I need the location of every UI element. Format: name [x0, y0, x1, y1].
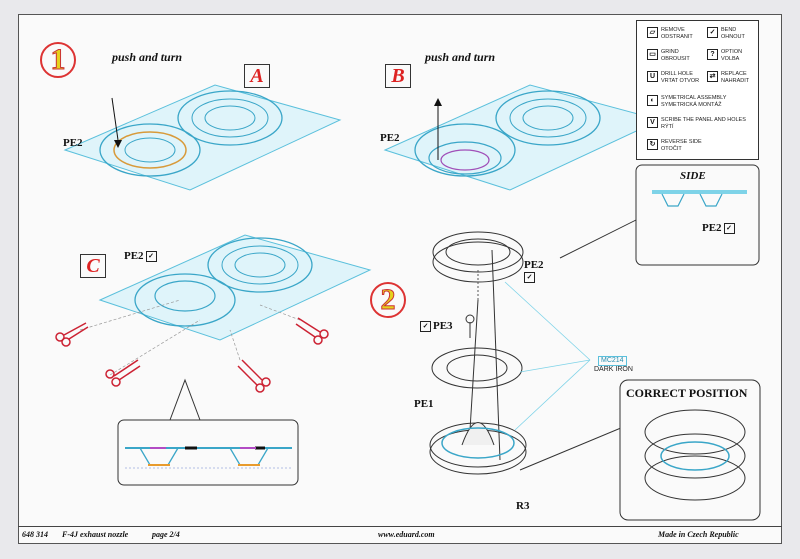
bend-icon: ✓: [723, 222, 735, 234]
remove-icon: ▱: [647, 27, 658, 38]
footer: 648 314 F-4J exhaust nozzle page 2/4 www…: [18, 526, 782, 544]
replace-icon: ⇄: [707, 71, 718, 82]
step-b-instruction: push and turn: [425, 50, 496, 64]
correct-position-callout: [519, 379, 761, 521]
fret-sheet-c: [98, 234, 372, 341]
reverse-icon: ↻: [647, 139, 658, 150]
footer-website: www.eduard.com: [378, 530, 435, 539]
option-icon: ?: [707, 49, 718, 60]
step-2-part-pe3: ✓PE3: [420, 320, 453, 332]
fret-sheet-b: [383, 84, 662, 191]
step-a-instruction: push and turn: [112, 50, 183, 64]
side-view-part: PE2✓: [702, 222, 735, 234]
step-letter-c: C: [80, 254, 106, 278]
grind-icon: ▭: [647, 49, 658, 60]
side-callout: [559, 164, 760, 266]
symmetrical-icon: ◐: [647, 95, 658, 106]
detail-callout: [117, 378, 299, 486]
step-letter-b: B: [385, 64, 411, 88]
scissors-icons: [55, 317, 329, 393]
footer-kit-number: 648 314: [22, 530, 48, 539]
side-view-title: SIDE: [680, 170, 706, 182]
step-a-part: PE2: [63, 137, 83, 149]
exploded-assembly: [429, 231, 527, 475]
paint-name: DARK IRON: [594, 366, 633, 373]
step-number-2: 2: [370, 282, 406, 318]
correct-position-title: CORRECT POSITION: [626, 386, 748, 400]
bend-icon: ✓: [524, 271, 535, 283]
fret-sheet-a: [63, 84, 342, 191]
step-c-part: PE2✓: [124, 250, 157, 262]
step-2-part-r3: R3: [516, 500, 530, 512]
footer-page: page 2/4: [152, 530, 180, 539]
bend-icon: ✓: [420, 320, 431, 332]
step-2-part-pe1: PE1: [414, 398, 434, 410]
step-number-1: 1: [40, 42, 76, 78]
footer-made-in: Made in Czech Republic: [658, 530, 739, 539]
bend-icon: ✓: [707, 27, 718, 38]
cut-lines: [79, 299, 301, 376]
step-2-part-pe2: PE2✓: [524, 259, 544, 283]
step-b-part: PE2: [380, 132, 400, 144]
bend-icon: ✓: [145, 250, 157, 262]
scribe-icon: V: [647, 117, 658, 128]
step-letter-a: A: [244, 64, 270, 88]
drill-icon: U: [647, 71, 658, 82]
footer-kit-name: F-4J exhaust nozzle: [62, 530, 129, 539]
paint-leaders: [504, 281, 591, 431]
paint-code: MC214: [598, 356, 627, 366]
